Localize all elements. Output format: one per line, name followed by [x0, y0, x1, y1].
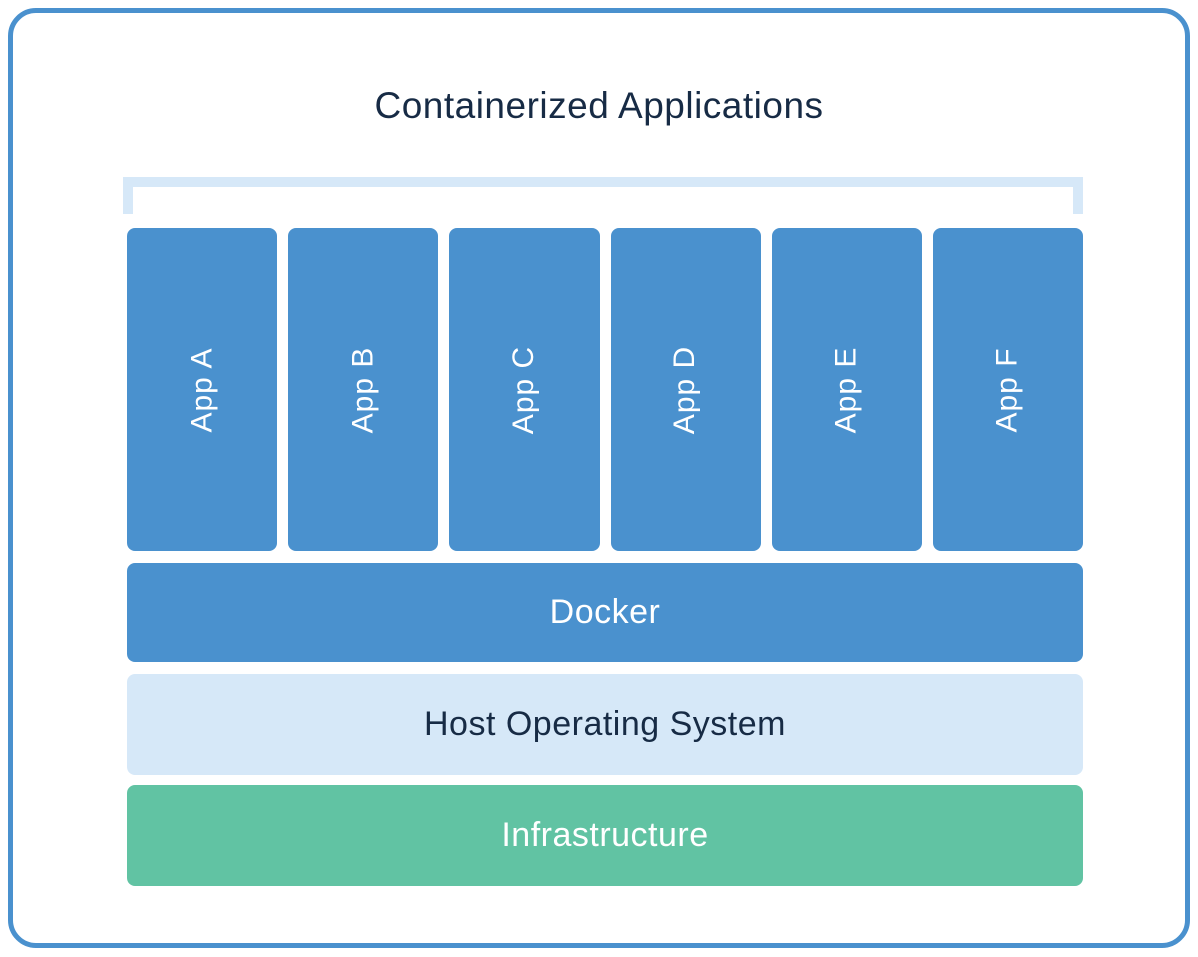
layer-docker: Docker	[127, 563, 1083, 662]
app-box-d: App D	[610, 228, 761, 551]
apps-row: App A App B App C App D App E App F	[127, 228, 1084, 551]
app-label-e: App E	[829, 346, 863, 433]
app-label-c: App C	[507, 345, 541, 434]
layer-host-os: Host Operating System	[127, 674, 1083, 775]
layer-infrastructure-label: Infrastructure	[501, 816, 709, 854]
layer-infrastructure: Infrastructure	[127, 785, 1083, 886]
app-label-b: App B	[346, 346, 380, 433]
layer-docker-label: Docker	[549, 593, 661, 631]
app-label-d: App D	[668, 345, 702, 434]
app-box-c: App C	[449, 228, 600, 551]
app-box-a: App A	[127, 228, 278, 551]
app-label-a: App A	[185, 346, 219, 433]
app-box-f: App F	[932, 228, 1084, 551]
diagram-card: Containerized Applications App A App B A…	[8, 8, 1190, 948]
diagram-title: Containerized Applications	[374, 85, 824, 126]
app-box-b: App B	[288, 228, 439, 551]
app-box-e: App E	[771, 228, 922, 551]
app-label-f: App F	[990, 346, 1024, 433]
containers-bracket	[123, 177, 1083, 214]
layer-host-os-label: Host Operating System	[424, 705, 786, 743]
